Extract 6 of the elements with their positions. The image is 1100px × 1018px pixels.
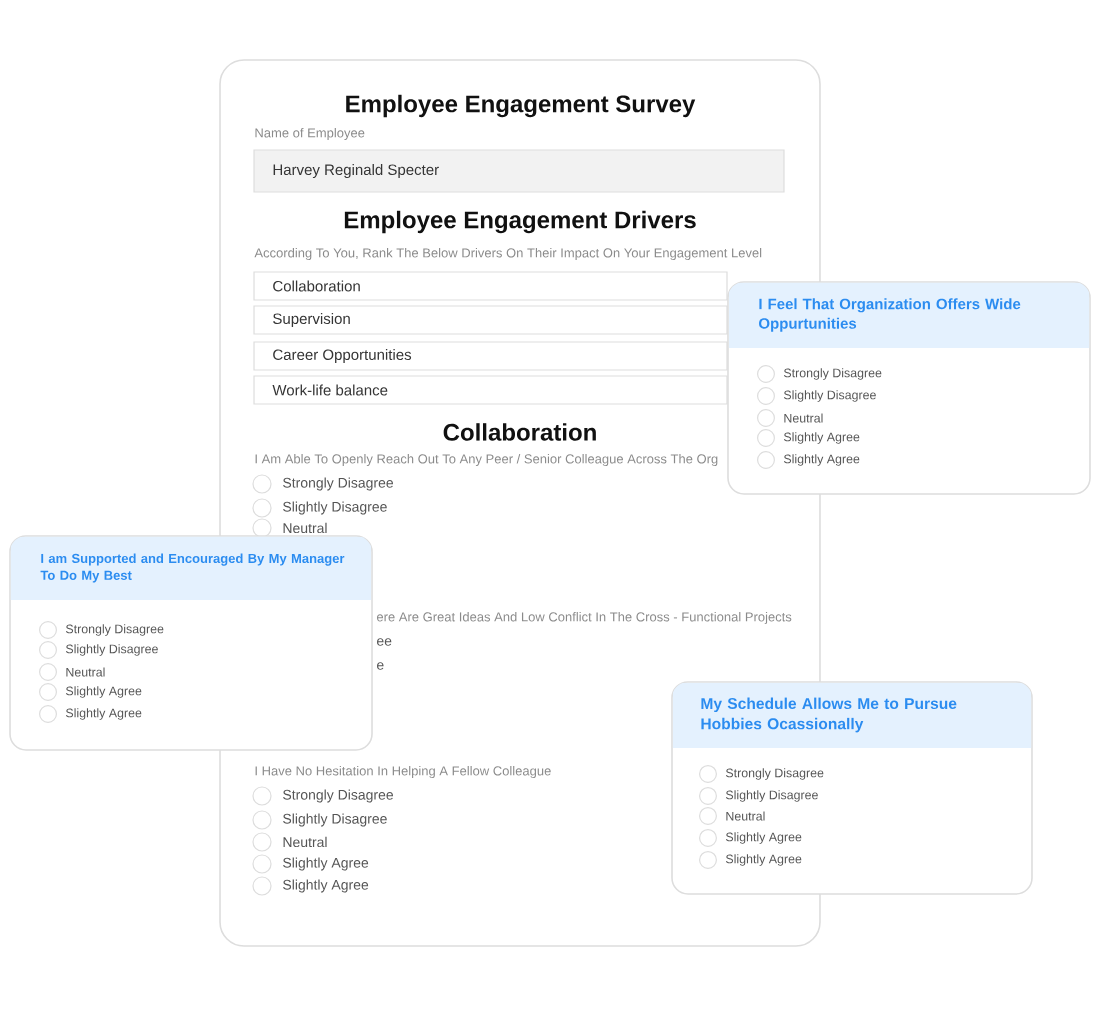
section-heading: Employee Engagement Survey (346, 94, 696, 118)
section-heading: Employee Engagement Drivers (344, 210, 696, 234)
question-card (9, 535, 373, 751)
question-card (671, 681, 1033, 895)
section-heading: Collaboration (443, 423, 596, 441)
question-card (727, 281, 1091, 495)
